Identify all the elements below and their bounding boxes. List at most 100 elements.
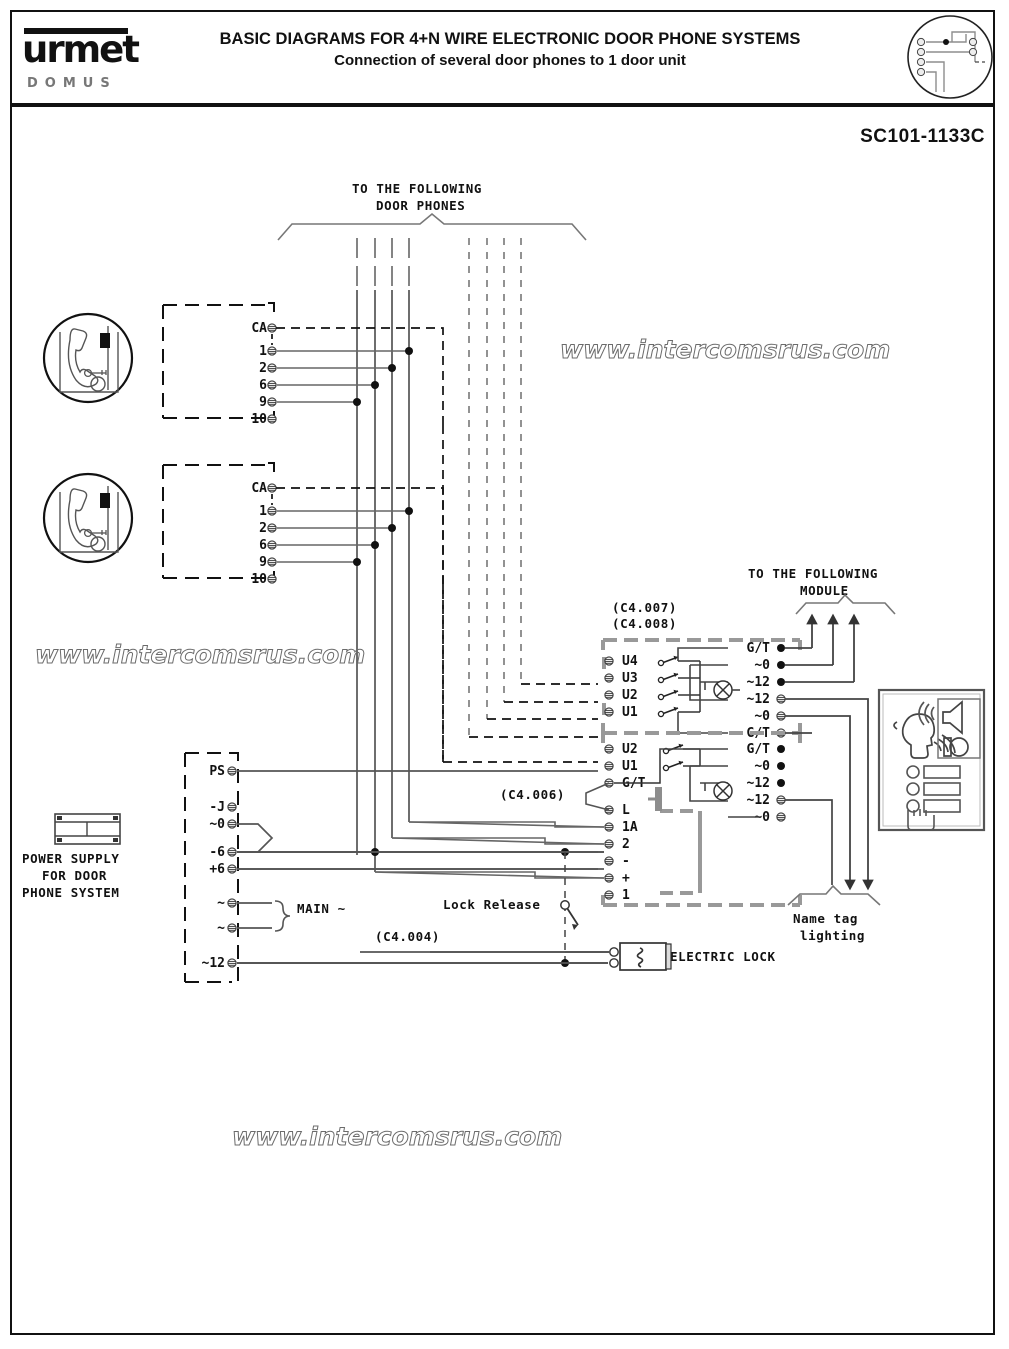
module-feed-arrows [785, 613, 860, 683]
mu-terminal-U3: U3 [622, 671, 638, 686]
speech-unit-enclosure [660, 809, 702, 895]
ml-out-12-b: ~12 [746, 793, 770, 808]
document-number: SC101-1133C [860, 126, 985, 147]
doorphones-bracket [277, 212, 587, 241]
bus-lines-dashed [468, 238, 522, 737]
ps-wires [237, 770, 608, 964]
ml-out-12-a: ~12 [746, 776, 770, 791]
dp2-terminal-2: 2 [259, 521, 267, 536]
label-power-supply-2: FOR DOOR [42, 868, 108, 883]
label-electric-lock: ELECTRIC LOCK [670, 949, 776, 964]
label-following-module-1: TO THE FOLLOWING [748, 566, 879, 581]
speech-unit-terminals [585, 782, 662, 900]
ps-terminal-J: -J [209, 800, 225, 815]
ml-out-GT: G/T [746, 742, 770, 757]
page-title-line1: BASIC DIAGRAMS FOR 4+N WIRE ELECTRONIC D… [219, 30, 801, 48]
module-lower-enclosure [601, 731, 802, 907]
module-upper-right-terminals [677, 644, 786, 738]
su-terminal-2: 2 [622, 837, 630, 852]
dp1-terminal-CA: CA [251, 321, 267, 336]
mu-out-0-a: ~0 [754, 658, 770, 673]
label-following-doorphones-1: TO THE FOLLOWING [352, 181, 483, 196]
wiring-circle-icon [907, 15, 993, 99]
ps-terminal-m6: -6 [209, 845, 225, 860]
ml-out-0-a: ~0 [754, 759, 770, 774]
urmet-logo: urmet DOMUS [22, 26, 142, 92]
logo-brand-text: urmet [22, 28, 140, 71]
ref-c4-007: (C4.007) [612, 600, 678, 615]
bus-lines-solid [356, 238, 410, 286]
ps-terminal-ac2: ~ [217, 921, 225, 936]
power-supply-symbol [54, 813, 121, 845]
label-name-tag-1: Name tag [793, 911, 859, 926]
power-supply-enclosure [184, 752, 232, 983]
dp2-terminal-CA: CA [251, 481, 267, 496]
su-terminal-plus: + [622, 871, 630, 886]
mu-terminal-U2: U2 [622, 688, 638, 703]
dp1-terminal-10: 10 [251, 412, 267, 427]
speechunit-bus-wires [374, 821, 605, 879]
su-terminal-L: L [622, 803, 630, 818]
module-upper-left-terminals [604, 654, 701, 718]
watermark-2: www.intercomsrus.com [34, 640, 366, 670]
mu-terminal-U1: U1 [622, 705, 638, 720]
watermark-1: www.intercomsrus.com [559, 335, 891, 365]
mu-out-12-a: ~12 [746, 675, 770, 690]
dp2-terminal-1: 1 [259, 504, 267, 519]
module-lower-right-terminals [659, 745, 786, 822]
dp1-terminal-6: 6 [259, 378, 267, 393]
bus-lines-vertical [356, 290, 410, 872]
su-terminal-1A: 1A [622, 820, 638, 835]
ps-terminal-12ac: ~12 [201, 956, 225, 971]
ps-terminal-0ac: ~0 [209, 817, 225, 832]
dp1-terminal-2: 2 [259, 361, 267, 376]
ref-c4-006: (C4.006) [500, 787, 566, 802]
label-main-supply: MAIN ~ [297, 901, 346, 916]
lock-release-switch [560, 852, 579, 967]
ps-terminal-PS: PS [209, 764, 225, 779]
watermark-3: www.intercomsrus.com [231, 1122, 563, 1152]
door-phone-enclosure-1 [162, 304, 272, 419]
ref-c4-008: (C4.008) [612, 616, 678, 631]
lamp-icon-lower [713, 781, 733, 801]
su-terminal-minus: - [622, 854, 630, 869]
door-phone-enclosure-2 [162, 464, 272, 579]
logo-sub-text: DOMUS [27, 76, 117, 91]
main-brace [274, 900, 291, 932]
electric-lock-symbol [565, 942, 672, 971]
ml-out-0-b: ~0 [754, 810, 770, 825]
power-supply-terminals [227, 766, 237, 968]
logo-overbar [24, 28, 128, 34]
mu-out-0-b: ~0 [754, 709, 770, 724]
module-bracket [795, 593, 896, 615]
label-name-tag-2: lighting [800, 928, 866, 943]
module-upper-enclosure [601, 638, 802, 735]
page-border [10, 10, 995, 1335]
door-phone-icon-1 [42, 312, 134, 404]
ps-terminal-ac1: ~ [217, 896, 225, 911]
label-following-doorphones-2: DOOR PHONES [376, 198, 466, 213]
door-entry-panel [877, 688, 986, 832]
label-power-supply-1: POWER SUPPLY [22, 851, 120, 866]
header-rule [12, 103, 993, 107]
ml-terminal-U2: U2 [622, 742, 638, 757]
name-tag-bracket [787, 884, 881, 906]
mu-out-12-b: ~12 [746, 692, 770, 707]
name-tag-lower-feeds [785, 732, 833, 885]
name-tag-feeds [785, 698, 874, 891]
dp2-terminals [267, 483, 444, 585]
page-title-line2: Connection of several door phones to 1 d… [334, 52, 686, 69]
dp2-terminal-6: 6 [259, 538, 267, 553]
lamp-icon-upper [713, 680, 733, 700]
label-power-supply-3: PHONE SYSTEM [22, 885, 120, 900]
mu-out-GT-top: G/T [746, 641, 770, 656]
dp2-terminal-10: 10 [251, 572, 267, 587]
door-phone-icon-2 [42, 472, 134, 564]
su-terminal-1: 1 [622, 888, 630, 903]
module-lower-left-terminals [604, 742, 701, 788]
ml-terminal-U1: U1 [622, 759, 638, 774]
dp1-terminal-1: 1 [259, 344, 267, 359]
dp1-terminal-9: 9 [259, 395, 267, 410]
